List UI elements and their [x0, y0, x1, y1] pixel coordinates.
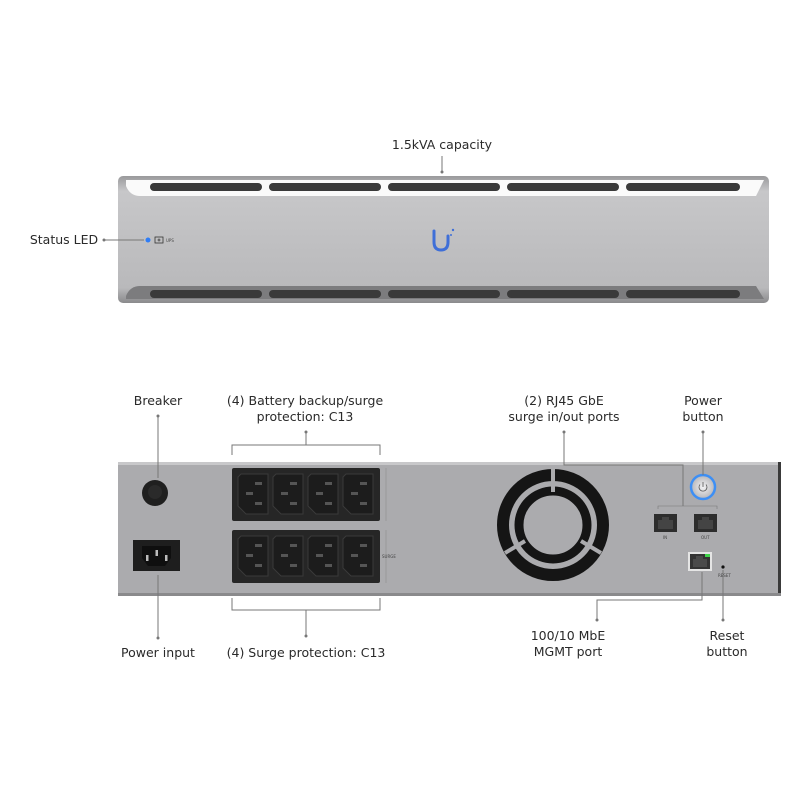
power-button-label-line2: button	[682, 409, 724, 424]
status-led-label: Status LED	[29, 232, 99, 247]
rj45-in-port	[654, 514, 677, 532]
mgmt-label-line2: MGMT port	[533, 644, 603, 659]
surge-outlets-label: (4) Surge protection: C13	[226, 645, 386, 660]
battery-outlets-label-line2: protection: C13	[256, 409, 354, 424]
rj45-label-line1: (2) RJ45 GbE	[524, 393, 604, 408]
reset-button-label: Reset button	[687, 628, 767, 660]
rj45-out-port	[694, 514, 717, 532]
battery-icon	[154, 236, 164, 244]
capacity-label: 1.5kVA capacity	[391, 137, 493, 152]
rear-panel	[118, 462, 781, 596]
port-out-caption: OUT	[701, 535, 710, 540]
power-button-label-line1: Power	[684, 393, 722, 408]
fan-grille	[497, 469, 609, 581]
surge-caption: SURGE	[382, 554, 396, 559]
battery-outlets-label-line1: (4) Battery backup/surge	[226, 393, 384, 408]
rj45-label-line2: surge in/out ports	[508, 409, 620, 424]
rj45-label: (2) RJ45 GbE surge in/out ports	[484, 393, 644, 425]
mgmt-label-line1: 100/10 MbE	[530, 628, 606, 643]
power-input-label: Power input	[121, 645, 195, 660]
front-callout-lines	[102, 156, 444, 242]
battery-outlets-label: (4) Battery backup/surge protection: C13	[195, 393, 415, 425]
status-led	[145, 237, 151, 243]
reset-label-line1: Reset	[709, 628, 745, 643]
reset-label-line2: button	[706, 644, 748, 659]
front-panel	[118, 176, 769, 303]
rear-callout-lines	[157, 416, 724, 638]
breaker-label: Breaker	[133, 393, 183, 408]
reset-caption: RESET	[718, 573, 731, 578]
mgmt-port-label: 100/10 MbE MGMT port	[508, 628, 628, 660]
port-in-caption: IN	[663, 535, 668, 540]
led-caption: UPS	[166, 238, 174, 243]
front-vents	[150, 183, 740, 298]
ubiquiti-logo	[432, 228, 455, 252]
reset-button	[721, 565, 725, 569]
callout-dots	[156, 414, 725, 640]
power-button-label: Power button	[653, 393, 753, 425]
mgmt-port	[688, 552, 712, 571]
